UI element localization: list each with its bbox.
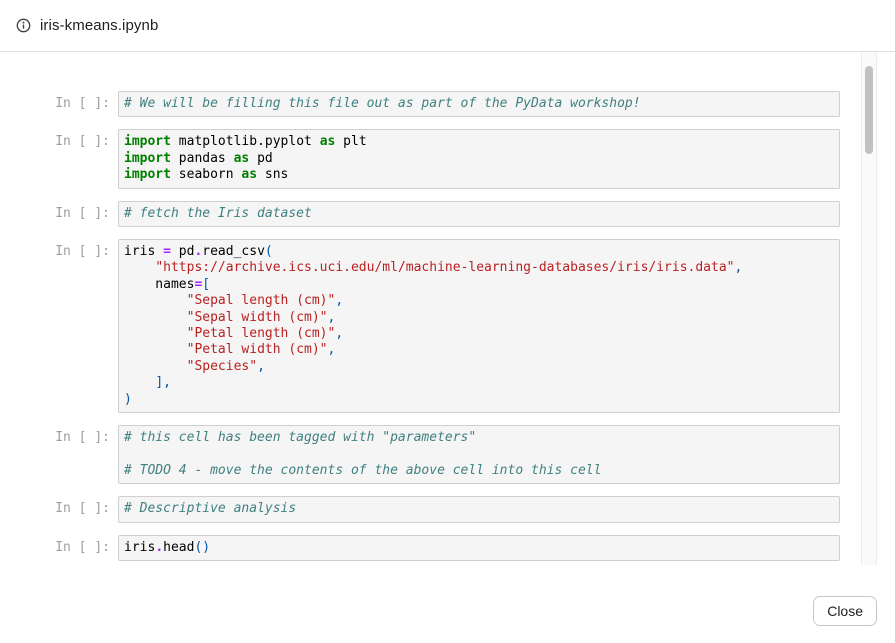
cell-code-input: # We will be filling this file out as pa… (118, 91, 840, 118)
vertical-scrollbar-track[interactable] (861, 52, 877, 565)
cell-code-input: iris.head() (118, 534, 840, 562)
notebook-preview-area[interactable]: In [ ]: # We will be filling this file ou… (0, 52, 862, 565)
info-icon[interactable] (16, 18, 31, 33)
vertical-scrollbar-thumb[interactable] (865, 66, 873, 154)
cell-input-prompt: In [ ]: (55, 501, 110, 517)
cell-input-prompt: In [ ]: (55, 430, 110, 446)
cell-input-prompt: In [ ]: (55, 134, 110, 150)
cell-input-prompt: In [ ]: (55, 205, 110, 221)
notebook-cell: In [ ]: # We will be filling this file ou… (55, 91, 840, 118)
modal-footer: Close (0, 565, 895, 643)
notebook-cell: In [ ]: # fetch the Iris dataset (55, 200, 840, 228)
cell-code-input: # Descriptive analysis (118, 496, 840, 523)
notebook-cell: In [ ]: iris = pd.read_csv( "https://arch… (55, 239, 840, 414)
notebook-file-title: iris-kmeans.ipynb (40, 17, 159, 34)
notebook-cell: In [ ]: iris.head() (55, 534, 840, 562)
cell-code-input: # fetch the Iris dataset (118, 200, 840, 228)
notebook-cells: In [ ]: # We will be filling this file ou… (55, 91, 840, 562)
cell-input-prompt: In [ ]: (55, 244, 110, 260)
close-button[interactable]: Close (813, 596, 877, 626)
notebook-cell: In [ ]: # Descriptive analysis (55, 496, 840, 523)
notebook-cell: In [ ]: import matplotlib.pyplot as plt i… (55, 129, 840, 189)
cell-code-input: iris = pd.read_csv( "https://archive.ics… (118, 239, 840, 414)
cell-code-input: # this cell has been tagged with "parame… (118, 425, 840, 485)
cell-code-input: import matplotlib.pyplot as plt import p… (118, 129, 840, 189)
cell-input-prompt: In [ ]: (55, 539, 110, 555)
modal-header: iris-kmeans.ipynb (0, 0, 895, 52)
cell-input-prompt: In [ ]: (55, 96, 110, 111)
notebook-cell: In [ ]: # this cell has been tagged with … (55, 425, 840, 485)
